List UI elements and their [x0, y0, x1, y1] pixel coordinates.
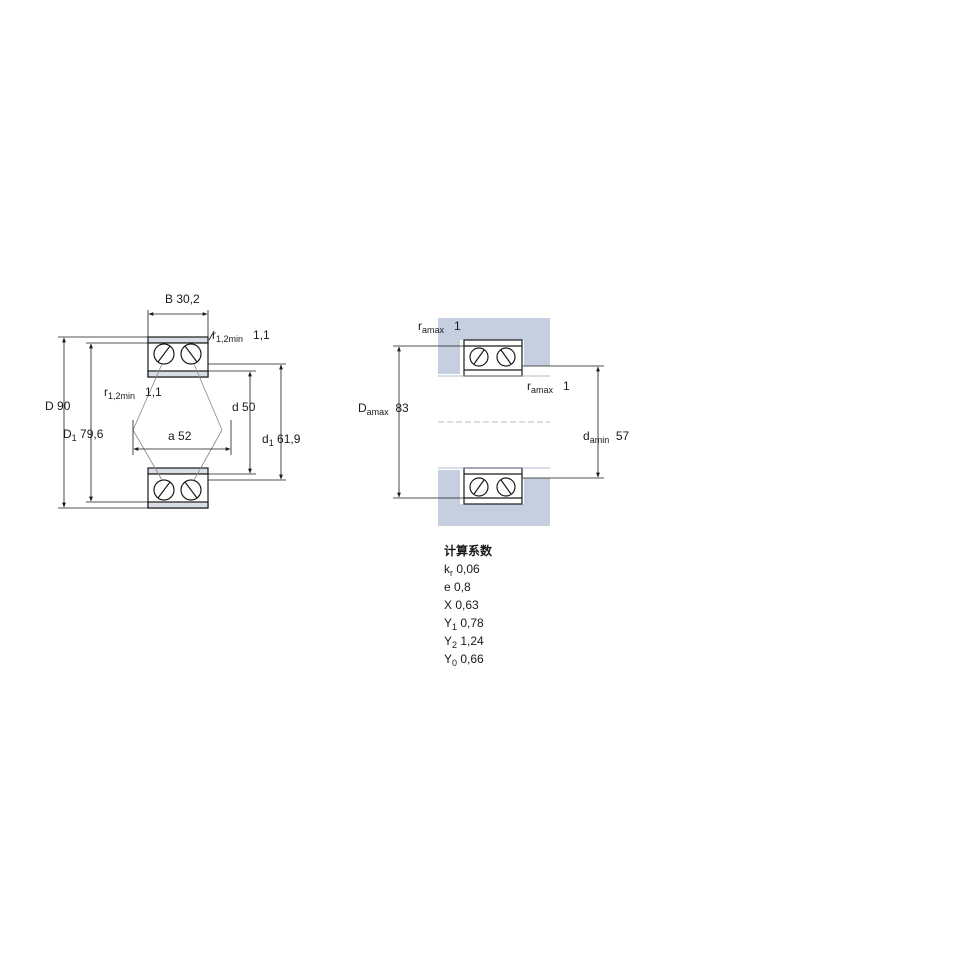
label-D1-sym: D — [63, 427, 72, 441]
label-a-sym: a — [168, 429, 175, 443]
factor-Y0: Y0 0,66 — [444, 652, 564, 668]
factor-e: e 0,8 — [444, 581, 564, 593]
label-d1-sym: d — [262, 432, 269, 446]
factor-Y2: Y2 1,24 — [444, 634, 564, 650]
factor-Y1-sub: 1 — [452, 622, 458, 632]
housing-bottom — [438, 504, 550, 526]
factor-X: X 0,63 — [444, 599, 564, 611]
factors-block: 计算系数 kr 0,06 e 0,8 X 0,63 Y1 0,78 Y2 1,2… — [444, 545, 564, 671]
label-ra-mid-sym: r — [527, 379, 531, 393]
label-D-value: 90 — [57, 399, 71, 413]
factor-Y2-sym: Y — [444, 634, 453, 648]
label-r12-mid: r1,2min 1,1 — [104, 385, 162, 401]
label-a-value: 52 — [178, 429, 192, 443]
shaft-shoulder-top — [524, 340, 550, 366]
left-bearing-section — [132, 336, 223, 509]
label-a: a 52 — [168, 430, 191, 442]
label-da: damin 57 — [583, 429, 630, 445]
label-D-sym: D — [45, 399, 54, 413]
right-top-ball-left — [469, 347, 489, 367]
label-Da-sub: amax — [366, 407, 389, 417]
label-r12-top-value: 1,1 — [253, 328, 270, 342]
housing-top — [438, 318, 550, 340]
top-ball-right — [180, 343, 202, 365]
label-d: d 50 — [232, 401, 255, 413]
factor-Y1: Y1 0,78 — [444, 616, 564, 632]
factor-kr: kr 0,06 — [444, 562, 564, 578]
label-d1: d1 61,9 — [262, 432, 301, 448]
label-ra-mid: ramax 1 — [527, 379, 570, 395]
label-B: B 30,2 — [165, 293, 200, 305]
bottom-ball-right — [180, 479, 202, 501]
factor-Y1-value: 0,78 — [460, 616, 484, 630]
label-d-value: 50 — [242, 400, 256, 414]
factor-Y1-sym: Y — [444, 616, 453, 630]
left-dimensions — [58, 310, 286, 509]
factor-Y0-value: 0,66 — [460, 652, 484, 666]
factor-kr-sym: k — [444, 562, 450, 576]
factors-title: 计算系数 — [444, 544, 493, 558]
right-top-ball-right — [496, 347, 516, 367]
shaft-shoulder-bottom — [524, 478, 550, 504]
label-d1-sub: 1 — [268, 438, 274, 448]
label-d-sym: d — [232, 400, 239, 414]
label-da-value: 57 — [615, 429, 630, 443]
label-D1: D1 79,6 — [63, 427, 104, 443]
factor-Y0-sym: Y — [444, 652, 453, 666]
label-ra-mid-value: 1 — [563, 379, 570, 393]
label-D1-sub: 1 — [71, 433, 77, 443]
label-ra-top-sym: r — [418, 319, 422, 333]
label-ra-top: ramax 1 — [418, 319, 461, 335]
label-da-sub: amin — [589, 435, 610, 445]
bottom-race-lower — [147, 501, 209, 509]
label-da-sym: d — [583, 429, 590, 443]
factor-kr-sub: r — [450, 568, 453, 578]
right-bottom-ball-left — [469, 477, 489, 497]
factor-Y2-value: 1,24 — [460, 634, 484, 648]
right-bottom-ball-right — [496, 477, 516, 497]
contact-line-4 — [193, 429, 223, 481]
label-ra-top-value: 1 — [454, 319, 461, 333]
contact-line-2 — [193, 363, 223, 431]
factor-e-value: 0,8 — [454, 580, 471, 594]
factor-X-value: 0,63 — [455, 598, 479, 612]
label-r12-top: r1,2min 1,1 — [212, 328, 270, 344]
label-B-value: 30,2 — [176, 292, 200, 306]
label-d1-value: 61,9 — [277, 432, 301, 446]
factor-Y0-sub: 0 — [452, 658, 458, 668]
factor-e-sym: e — [444, 580, 451, 594]
right-dimensions — [393, 345, 604, 499]
top-inner-ring-strip — [147, 370, 209, 378]
top-ball-left — [153, 343, 175, 365]
label-D: D 90 — [45, 400, 70, 412]
label-r12-mid-sub: 1,2min — [108, 391, 136, 401]
contact-line-3 — [132, 429, 163, 481]
factor-Y2-sub: 2 — [452, 640, 458, 650]
label-r12-top-sym: r — [212, 328, 216, 342]
label-r12-mid-sym: r — [104, 385, 108, 399]
factor-kr-value: 0,06 — [456, 562, 480, 576]
label-Da: Damax 83 — [358, 401, 409, 417]
right-mounting-section — [438, 318, 550, 526]
label-r12-mid-value: 1,1 — [145, 385, 162, 399]
label-D1-value: 79,6 — [80, 427, 104, 441]
contact-line-1 — [132, 363, 163, 431]
label-ra-top-sub: amax — [422, 325, 445, 335]
label-r12-top-sub: 1,2min — [216, 334, 244, 344]
top-race-upper — [147, 336, 209, 344]
bottom-ball-left — [153, 479, 175, 501]
factor-X-sym: X — [444, 598, 453, 612]
label-B-sym: B — [165, 292, 174, 306]
label-ra-mid-sub: amax — [531, 385, 554, 395]
label-Da-sym: D — [358, 401, 367, 415]
label-Da-value: 83 — [395, 401, 409, 415]
